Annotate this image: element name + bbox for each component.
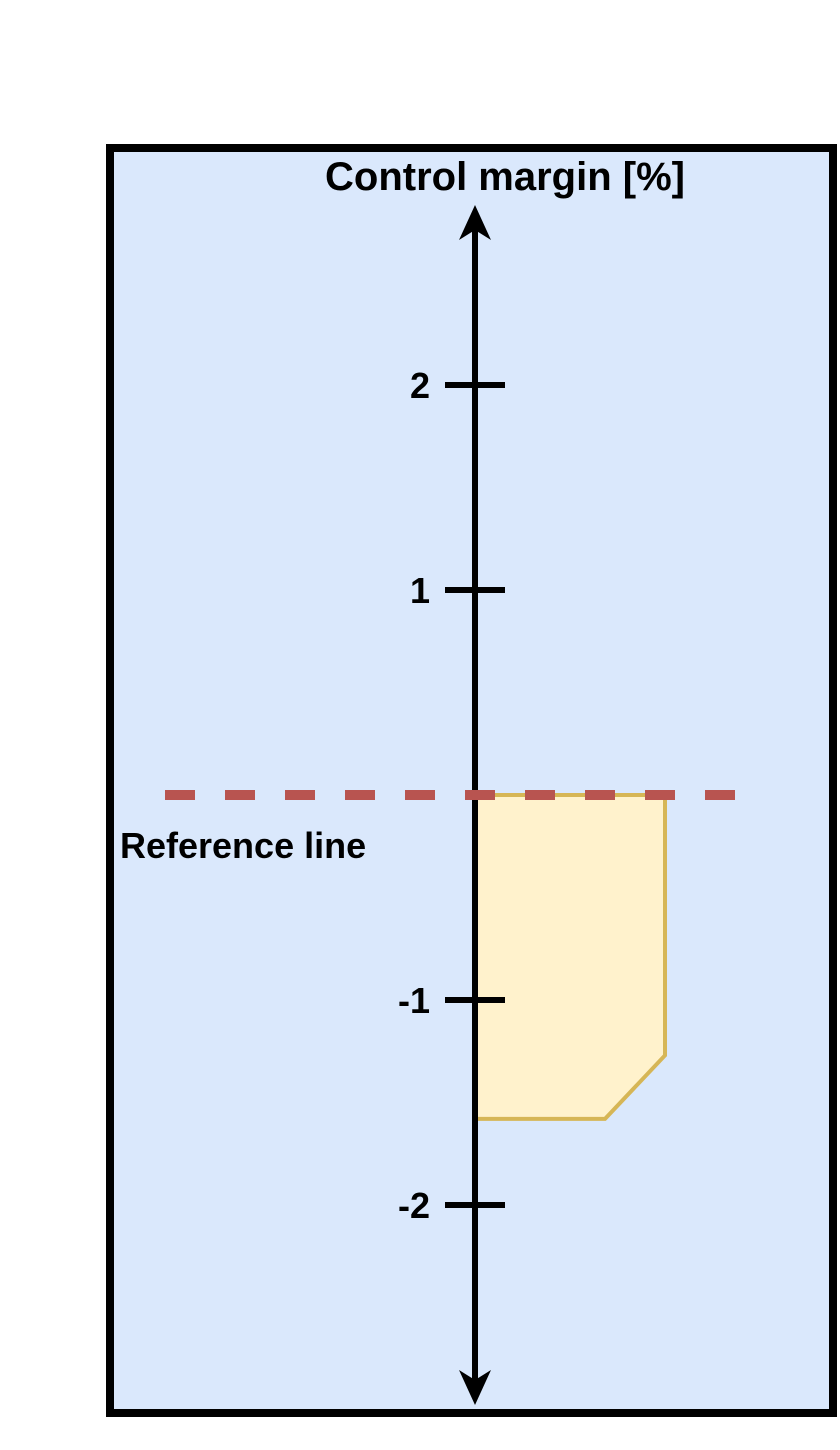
axis-ticks: 2 1 -1 -2 [398,365,505,1226]
shaded-region [473,793,667,1121]
diagram-panel [106,144,837,1417]
tick-label: -2 [398,1185,430,1226]
axis-arrow-up-icon [459,205,491,240]
axis-title: Control margin [%] [325,155,685,199]
reference-line-label: Reference line [120,825,366,866]
tick-label: 1 [410,570,430,611]
tick-label: 2 [410,365,430,406]
tick-label: -1 [398,980,430,1021]
axis-arrow-down-icon [459,1370,491,1405]
